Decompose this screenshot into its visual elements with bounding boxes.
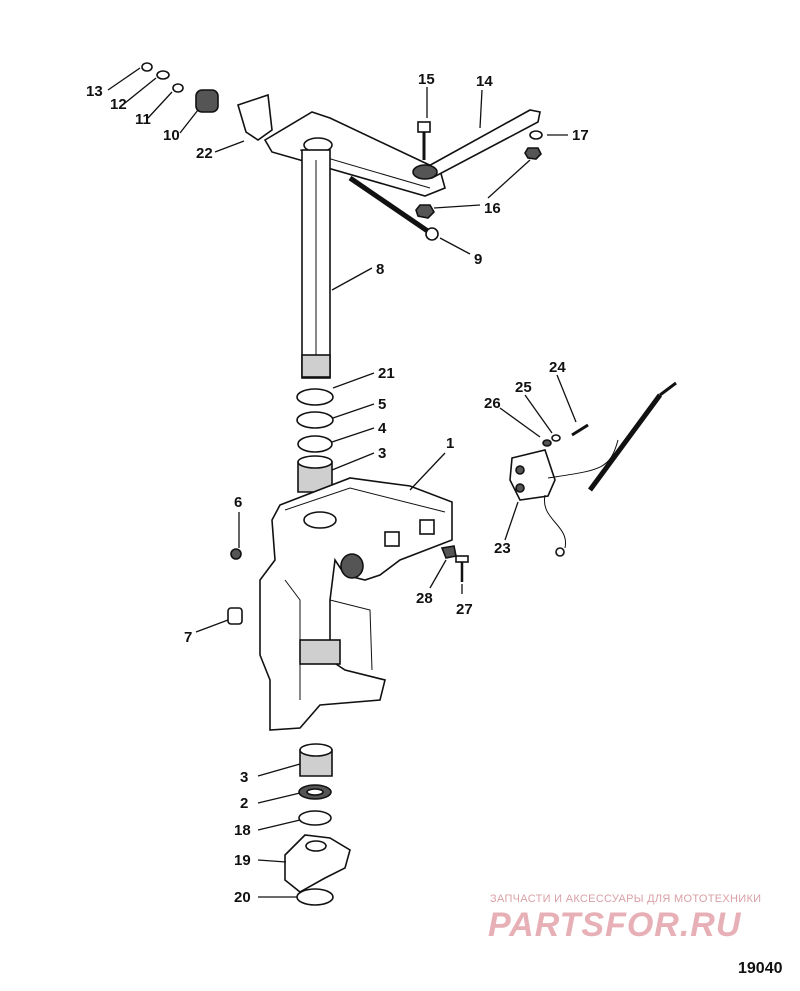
- watermark-logo: PARTSFOR.RU: [488, 906, 742, 944]
- callout-5: 5: [378, 396, 386, 413]
- callout-23: 23: [494, 540, 511, 557]
- callout-15: 15: [418, 71, 435, 88]
- callout-13: 13: [86, 83, 103, 100]
- callout-1: 1: [446, 435, 454, 452]
- callout-10: 10: [163, 127, 180, 144]
- upper-seal-stack: [296, 388, 334, 493]
- callout-3-lower: 3: [240, 769, 248, 786]
- trim-sender-assembly: [509, 381, 677, 557]
- callout-7: 7: [184, 629, 192, 646]
- callout-22: 22: [196, 145, 213, 162]
- callout-16: 16: [484, 200, 501, 217]
- callout-3-upper: 3: [378, 445, 386, 462]
- swivel-bracket: [259, 477, 453, 731]
- callout-8: 8: [376, 261, 384, 278]
- callout-6: 6: [234, 494, 242, 511]
- callout-18: 18: [234, 822, 251, 839]
- callout-20: 20: [234, 889, 251, 906]
- callout-24: 24: [549, 359, 566, 376]
- callout-17: 17: [572, 127, 589, 144]
- callout-2: 2: [240, 795, 248, 812]
- steering-arm-assembly: [141, 62, 543, 241]
- callout-4: 4: [378, 420, 387, 437]
- leader-lines: [107, 67, 577, 898]
- callout-11: 11: [135, 111, 151, 128]
- watermark-caption: ЗАПЧАСТИ И АКСЕССУАРЫ ДЛЯ МОТОТЕХНИКИ: [490, 893, 762, 905]
- callout-19: 19: [234, 852, 251, 869]
- callout-27: 27: [456, 601, 473, 618]
- lower-parts-stack: [284, 743, 351, 906]
- figure-number: 19040: [738, 960, 783, 977]
- callout-labels: 13 12 11 10 22 15 14 17 16 9 8 21 5 4 3 …: [86, 71, 589, 906]
- callout-14: 14: [476, 73, 493, 90]
- callout-26: 26: [484, 395, 501, 412]
- callout-12: 12: [110, 96, 127, 113]
- steering-tube: [301, 149, 331, 379]
- callout-28: 28: [416, 590, 433, 607]
- callout-9: 9: [474, 251, 482, 268]
- callout-21: 21: [378, 365, 395, 382]
- callout-25: 25: [515, 379, 532, 396]
- small-hardware: [227, 545, 469, 625]
